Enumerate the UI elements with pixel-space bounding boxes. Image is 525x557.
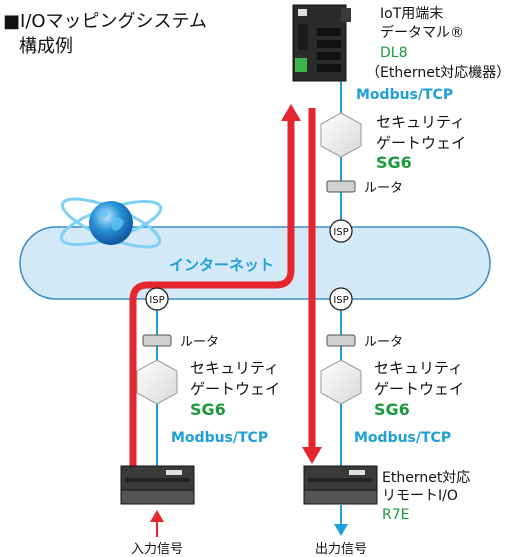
gateway-left-line-1: セキュリティ bbox=[190, 359, 279, 377]
router-right-icon bbox=[326, 334, 356, 347]
isp-left-label: ISP bbox=[149, 295, 164, 306]
gateway-left-line-2: ゲートウェイ bbox=[190, 380, 280, 398]
isp-top-label: ISP bbox=[333, 227, 348, 238]
remote-io-model: R7E bbox=[382, 507, 409, 523]
security-gateway-left-icon bbox=[136, 359, 178, 405]
gateway-left-model: SG6 bbox=[190, 400, 226, 419]
input-arrow bbox=[150, 510, 164, 537]
router-top-icon bbox=[326, 180, 356, 193]
remote-io-right-image bbox=[303, 465, 378, 505]
security-gateway-right-icon bbox=[320, 359, 362, 405]
title-line-2: 構成例 bbox=[19, 36, 73, 57]
gateway-top-line-2: ゲートウェイ bbox=[376, 134, 466, 152]
router-left-icon bbox=[142, 334, 172, 347]
isp-right-label: ISP bbox=[333, 295, 348, 306]
protocol-label-left: Modbus/TCP bbox=[171, 430, 268, 446]
gateway-right-line-1: セキュリティ bbox=[374, 359, 463, 377]
remote-io-line-1: Ethernet対応 bbox=[382, 470, 470, 486]
gateway-right-model: SG6 bbox=[374, 400, 410, 419]
router-left-label: ルータ bbox=[180, 335, 219, 350]
remote-io-line-2: リモートI/O bbox=[382, 488, 458, 504]
remote-io-left-image bbox=[120, 465, 195, 505]
isp-top-icon bbox=[329, 219, 353, 243]
iot-terminal-image bbox=[292, 4, 351, 82]
internet-label: インターネット bbox=[169, 256, 274, 274]
isp-right-icon bbox=[329, 287, 353, 311]
gateway-top-line-1: セキュリティ bbox=[376, 113, 465, 131]
router-top-label: ルータ bbox=[364, 181, 403, 196]
iot-terminal-model: DL8 bbox=[380, 45, 408, 61]
iot-terminal-note: （Ethernet対応機器） bbox=[366, 65, 510, 81]
iot-terminal-product: データマル® bbox=[380, 24, 464, 41]
gateway-top-model: SG6 bbox=[376, 153, 412, 172]
isp-left-icon bbox=[145, 287, 169, 311]
output-arrow bbox=[334, 505, 348, 536]
input-signal-label: 入力信号 bbox=[131, 542, 183, 557]
output-signal-label: 出力信号 bbox=[315, 542, 367, 557]
globe-icon bbox=[59, 197, 163, 249]
router-right-label: ルータ bbox=[364, 335, 403, 350]
protocol-label-right: Modbus/TCP bbox=[354, 430, 451, 446]
security-gateway-top-icon bbox=[320, 112, 362, 158]
protocol-label-top: Modbus/TCP bbox=[356, 87, 453, 103]
title-line-1: ■I/Oマッピングシステム bbox=[3, 11, 207, 32]
signal-flow-path bbox=[129, 104, 322, 475]
gateway-right-line-2: ゲートウェイ bbox=[374, 380, 464, 398]
iot-terminal-name: IoT用端末 bbox=[380, 6, 443, 22]
